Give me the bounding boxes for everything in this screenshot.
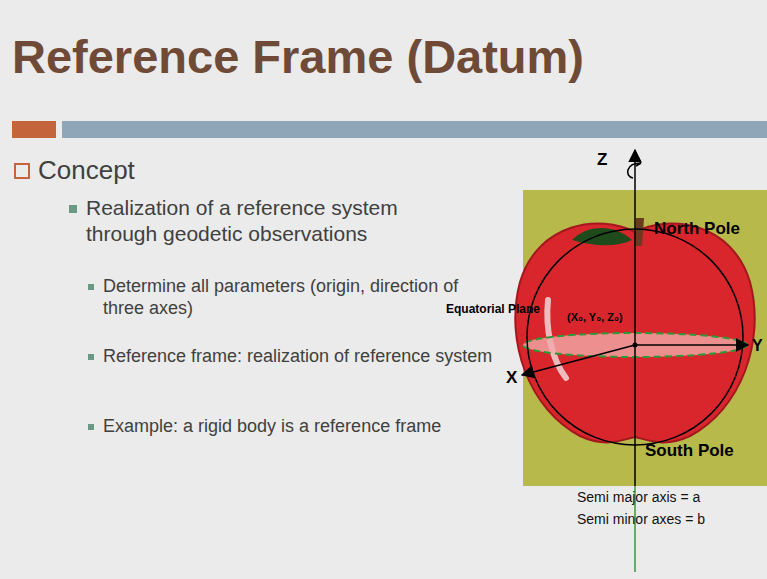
pole-label: North Pole bbox=[654, 219, 740, 240]
axis-label: X bbox=[506, 368, 517, 389]
y-axis bbox=[635, 344, 748, 346]
pole-label: South Pole bbox=[645, 441, 734, 462]
slide-title: Reference Frame (Datum) bbox=[12, 28, 584, 85]
axis-label: Z bbox=[597, 150, 607, 171]
header-bar bbox=[62, 121, 767, 138]
origin-label: (X₀, Y₀, Z₀) bbox=[567, 311, 623, 324]
sub-bullet-text: Determine all parameters (origin, direct… bbox=[103, 276, 475, 319]
checkbox-bullet bbox=[15, 164, 29, 178]
sub-bullet-text: Reference frame: realization of referenc… bbox=[103, 346, 498, 368]
origin-dot bbox=[633, 343, 638, 348]
square-bullet bbox=[88, 354, 94, 360]
sub-bullet-text: Example: a rigid body is a reference fra… bbox=[103, 416, 503, 438]
axis-note: Semi major axis = a bbox=[577, 489, 700, 506]
plane-label: Equatorial Plane bbox=[446, 302, 540, 317]
heading-bullet: Concept bbox=[38, 155, 135, 187]
axis-label: Y bbox=[752, 336, 763, 356]
axis-note: Semi minor axes = b bbox=[577, 511, 705, 528]
x-axis bbox=[522, 345, 635, 375]
accent-bar bbox=[12, 121, 56, 138]
square-bullet bbox=[88, 424, 94, 430]
square-bullet bbox=[88, 284, 94, 290]
z-axis bbox=[634, 150, 636, 486]
rotation-symbol bbox=[628, 158, 641, 178]
square-bullet bbox=[69, 205, 77, 213]
bullet-text: Realization of a reference system throug… bbox=[86, 195, 446, 246]
